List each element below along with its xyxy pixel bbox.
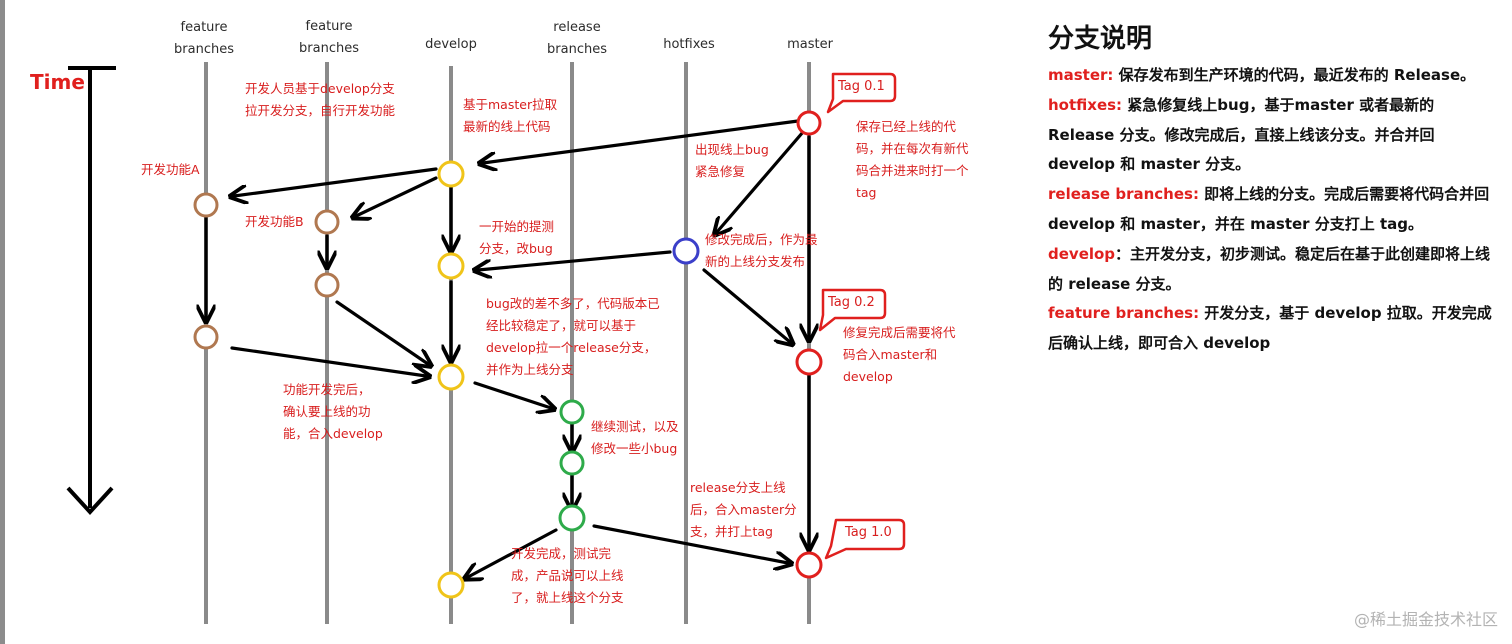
note-feature-done: 功能开发完后，确认要上线的功 能，合入develop <box>283 382 383 441</box>
arrow-develop-to-feature-a <box>234 167 438 196</box>
commit-feature-b-2 <box>314 272 340 298</box>
watermark: @稀土掘金技术社区 <box>1353 610 1498 629</box>
note-develop-from-master: 基于master拉取最新的线上代码 <box>463 97 558 134</box>
commit-feature-b-1 <box>314 209 340 235</box>
arrow-feature-b-to-develop <box>335 300 428 364</box>
legend-entry-feature: feature branches: 开发分支，基于 develop 拉取。开发完… <box>1048 299 1503 359</box>
flow-arrows <box>206 119 809 577</box>
legend-title: 分支说明 <box>1048 24 1153 54</box>
tag-callouts <box>818 72 906 560</box>
note-feature-a: 开发功能A <box>141 162 200 177</box>
note-release-live: release分支上线后，合入master分 支，并打上tag <box>690 480 797 539</box>
commit-master-tag-1-0 <box>795 551 823 579</box>
legend-desc: 开发分支，基于 develop 拉取。开发完成后确认上线，即可合入 develo… <box>1048 304 1492 353</box>
commit-master-tag-0-1 <box>796 110 822 136</box>
note-feature-b: 开发功能B <box>245 214 304 229</box>
note-release-test: 继续测试，以及修改一些小bug <box>591 419 679 456</box>
arrow-release-to-develop <box>468 528 558 577</box>
arrow-hotfix-to-develop <box>478 250 672 270</box>
commit-develop-3 <box>437 363 465 391</box>
note-hotfix-done: 修改完成后，作为最新的上线分支发布 <box>705 232 818 269</box>
tag-label-0-2: Tag 0.2 <box>828 295 875 310</box>
legend-entry-hotfixes: hotfixes: 紧急修复线上bug，基于master 或者最新的 Relea… <box>1048 91 1503 180</box>
time-label: Time <box>30 70 85 94</box>
tag-callout-0-1 <box>826 72 897 114</box>
commit-develop-1 <box>437 160 465 188</box>
branch-legend: 分支说明 master: 保存发布到生产环境的代码，最近发布的 Release。… <box>1048 18 1503 359</box>
note-early-fix: 一开始的提测分支，改bug <box>479 219 555 256</box>
tag-callout-0-2 <box>818 288 887 332</box>
commit-feature-a-1 <box>193 192 219 218</box>
tag-callout-1-0 <box>824 518 906 560</box>
tag-label-1-0: Tag 1.0 <box>845 525 892 540</box>
commit-develop-2 <box>437 252 465 280</box>
arrow-release-to-master <box>592 524 788 563</box>
lane-label-master: master <box>787 37 833 52</box>
arrow-develop-to-feature-b <box>356 176 438 216</box>
note-feature-from-develop: 开发人员基于develop分支拉开发分支，自行开发功能 <box>245 81 396 118</box>
legend-term: feature branches: <box>1048 304 1200 323</box>
note-release-cut: bug改的差不多了，代码版本已经比较稳定了，就可以基于 develop拉一个re… <box>486 296 660 377</box>
legend-entry-master: master: 保存发布到生产环境的代码，最近发布的 Release。 <box>1048 61 1503 91</box>
note-hotfix-merge: 修复完成后需要将代码合入master和 develop <box>843 325 956 384</box>
commit-release-3 <box>558 504 586 532</box>
legend-term: hotfixes: <box>1048 95 1123 114</box>
commit-master-tag-0-2 <box>795 348 823 376</box>
commit-release-1 <box>559 399 585 425</box>
legend-desc: ：主开发分支，初步测试。稳定后在基于此创建即将上线的 release 分支。 <box>1048 244 1491 293</box>
arrow-develop-to-release <box>473 381 551 408</box>
commit-develop-4 <box>437 571 465 599</box>
commit-feature-a-2 <box>193 324 219 350</box>
lane-label-develop: develop <box>425 37 477 52</box>
lane-label-hotfixes: hotfixes <box>663 37 715 52</box>
time-axis <box>66 66 116 515</box>
window-edge <box>0 0 5 644</box>
arrow-hotfix-to-master <box>702 268 790 342</box>
note-release-back: 开发完成，测试完成，产品说可以上线 了，就上线这个分支 <box>511 546 624 605</box>
arrow-master-to-develop <box>483 119 800 163</box>
legend-desc: 即将上线的分支。完成后需要将代码合并回 develop 和 master，并在 … <box>1048 185 1490 233</box>
legend-term: master: <box>1048 66 1114 84</box>
commit-release-2 <box>559 450 585 476</box>
legend-desc: 保存发布到生产环境的代码，最近发布的 Release。 <box>1113 66 1476 84</box>
tag-label-0-1: Tag 0.1 <box>838 79 885 94</box>
legend-term: release branches: <box>1048 185 1199 204</box>
legend-entry-release: release branches: 即将上线的分支。完成后需要将代码合并回 de… <box>1048 180 1503 240</box>
arrow-feature-a-to-develop <box>230 346 426 376</box>
commit-hotfix-1 <box>672 237 700 265</box>
git-flow-diagram <box>66 62 906 624</box>
commit-nodes <box>193 110 823 599</box>
legend-desc: 紧急修复线上bug，基于master 或者最新的 Release 分支。修改完成… <box>1048 95 1435 174</box>
arrow-master-to-hotfix <box>717 130 805 232</box>
legend-entry-develop: develop：主开发分支，初步测试。稳定后在基于此创建即将上线的 releas… <box>1048 240 1503 300</box>
legend-term: develop <box>1048 244 1116 263</box>
